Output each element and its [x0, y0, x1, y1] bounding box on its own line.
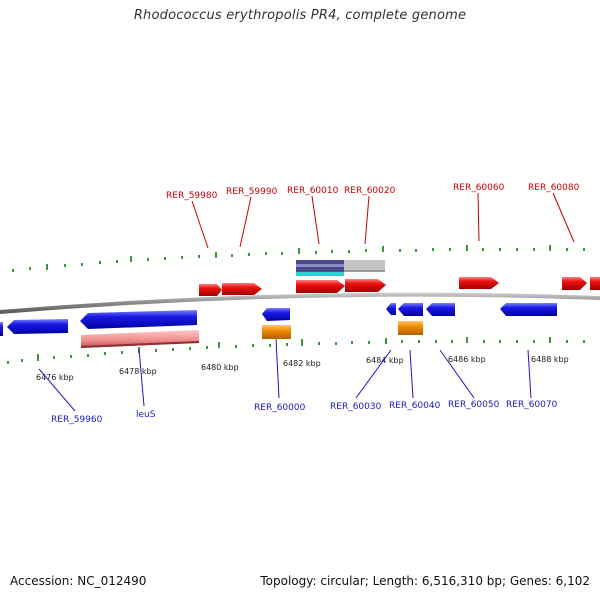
gene-arrow-rer-60050[interactable]: [426, 303, 455, 316]
scale-label: 6480 kbp: [201, 363, 239, 372]
gene-arrow-rer-59990[interactable]: [222, 283, 262, 295]
misc-feature-edge: [81, 341, 199, 348]
gene-label-rer-60020[interactable]: RER_60020: [344, 186, 396, 196]
gene-arrow-partial-left[interactable]: [0, 322, 3, 336]
scale-label: 6482 kbp: [283, 359, 321, 368]
gene-arrow-leus[interactable]: [80, 310, 197, 329]
genome-summary-text: Topology: circular; Length: 6,516,310 bp…: [260, 574, 590, 588]
top-leader-lines: [191, 192, 575, 249]
scale-labels: 6476 kbp 6478 kbp 6480 kbp 6482 kbp 6484…: [36, 355, 569, 382]
rna-features: [262, 321, 423, 339]
gene-label-leus[interactable]: leuS: [136, 410, 156, 420]
rna-feature-rer-60040[interactable]: [398, 321, 423, 335]
gene-label-rer-60010[interactable]: RER_60010: [287, 186, 339, 196]
gene-label-rer-60050[interactable]: RER_60050: [448, 400, 500, 410]
gene-arrow-rer-60040[interactable]: [398, 303, 423, 316]
gene-label-rer-60040[interactable]: RER_60040: [389, 401, 441, 411]
gene-arrow-rer-60020[interactable]: [345, 279, 386, 292]
scale-label: 6488 kbp: [531, 355, 569, 364]
gene-arrow-rer-59960[interactable]: [7, 319, 68, 334]
top-gene-labels: RER_59980 RER_59990 RER_60010 RER_60020 …: [166, 183, 580, 201]
gene-arrow-rer-60080[interactable]: [562, 277, 587, 290]
lower-tick-row: [7, 337, 585, 364]
gene-label-rer-60030[interactable]: RER_60030: [330, 402, 382, 412]
gene-arrow-rer-60010[interactable]: [296, 280, 345, 293]
gene-arrow-rer-60070[interactable]: [500, 303, 557, 316]
gene-arrow-rer-60000[interactable]: [262, 308, 290, 321]
chromosome-backbone: [0, 292, 600, 314]
gene-label-rer-59980[interactable]: RER_59980: [166, 191, 218, 201]
scale-label: 6484 kbp: [366, 356, 404, 365]
gene-arrow-rer-60060[interactable]: [459, 277, 499, 289]
forward-strand-genes: [199, 277, 600, 296]
gene-label-rer-60060[interactable]: RER_60060: [453, 183, 505, 193]
gene-label-rer-59990[interactable]: RER_59990: [226, 187, 278, 197]
gene-arrow-partial-right[interactable]: [590, 277, 600, 290]
accession-text: Accession: NC_012490: [10, 574, 147, 588]
gene-arrow-rer-59980[interactable]: [199, 284, 222, 296]
rna-feature-rer-60000[interactable]: [262, 325, 291, 339]
reverse-strand-genes: [0, 303, 557, 336]
scale-label: 6486 kbp: [448, 355, 486, 364]
gene-label-rer-60080[interactable]: RER_60080: [528, 183, 580, 193]
bottom-leader-lines: [38, 338, 532, 412]
scale-label: 6476 kbp: [36, 373, 74, 382]
gene-arrow-rer-60030[interactable]: [386, 303, 396, 315]
genome-title: Rhodococcus erythropolis PR4, complete g…: [133, 8, 467, 23]
scale-label: 6478 kbp: [119, 367, 157, 376]
gene-label-rer-60070[interactable]: RER_60070: [506, 400, 558, 410]
gene-label-rer-60000[interactable]: RER_60000: [254, 403, 306, 413]
bottom-gene-labels: RER_59960 leuS RER_60000 RER_60030 RER_6…: [51, 400, 558, 425]
feature-track-rer-60010[interactable]: [296, 260, 385, 276]
gene-label-rer-59960[interactable]: RER_59960: [51, 415, 103, 425]
upper-tick-row: [12, 245, 585, 272]
